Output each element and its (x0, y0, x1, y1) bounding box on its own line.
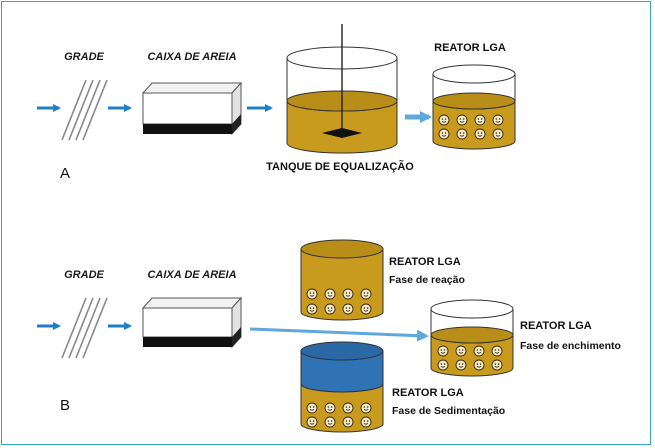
reator-enchimento-phase: Fase de enchimento (520, 340, 621, 352)
reator-reacao-title: REATOR LGA (389, 256, 461, 268)
reator-fase-reacao (300, 239, 384, 321)
grade-label: GRADE (64, 51, 104, 63)
tanque-de-equalizacao (286, 24, 398, 154)
grade-bars (61, 79, 108, 141)
grade-bars (61, 297, 108, 359)
flow-arrow (249, 327, 429, 342)
reator-enchimento-title: REATOR LGA (520, 320, 592, 332)
caixa-label: CAIXA DE AREIA (147, 51, 236, 63)
panel-letter: A (60, 165, 70, 182)
panel-letter: B (60, 397, 70, 414)
reator-reacao-phase: Fase de reação (389, 274, 465, 286)
grade-label: GRADE (64, 269, 104, 281)
panel-a: GRADE CAIXA DE AREIA TANQUE DE EQUALIZAÇ… (37, 24, 516, 182)
panel-b: GRADE CAIXA DE AREIA REATOR LGA Fase de … (37, 239, 621, 433)
reator-lga (432, 64, 516, 150)
caixa-de-areia-block (141, 81, 243, 136)
caixa-de-areia-block (141, 296, 243, 349)
tanque-label: TANQUE DE EQUALIZAÇÃO (266, 160, 414, 173)
reator-fase-enchimento (430, 299, 514, 377)
reator-fase-sedimentacao (300, 341, 384, 433)
mixer-impeller (322, 128, 362, 138)
reator-sed-title: REATOR LGA (392, 387, 464, 399)
caixa-label: CAIXA DE AREIA (147, 269, 236, 281)
reator-sed-phase: Fase de Sedimentação (392, 405, 505, 417)
reator-label: REATOR LGA (434, 42, 506, 54)
